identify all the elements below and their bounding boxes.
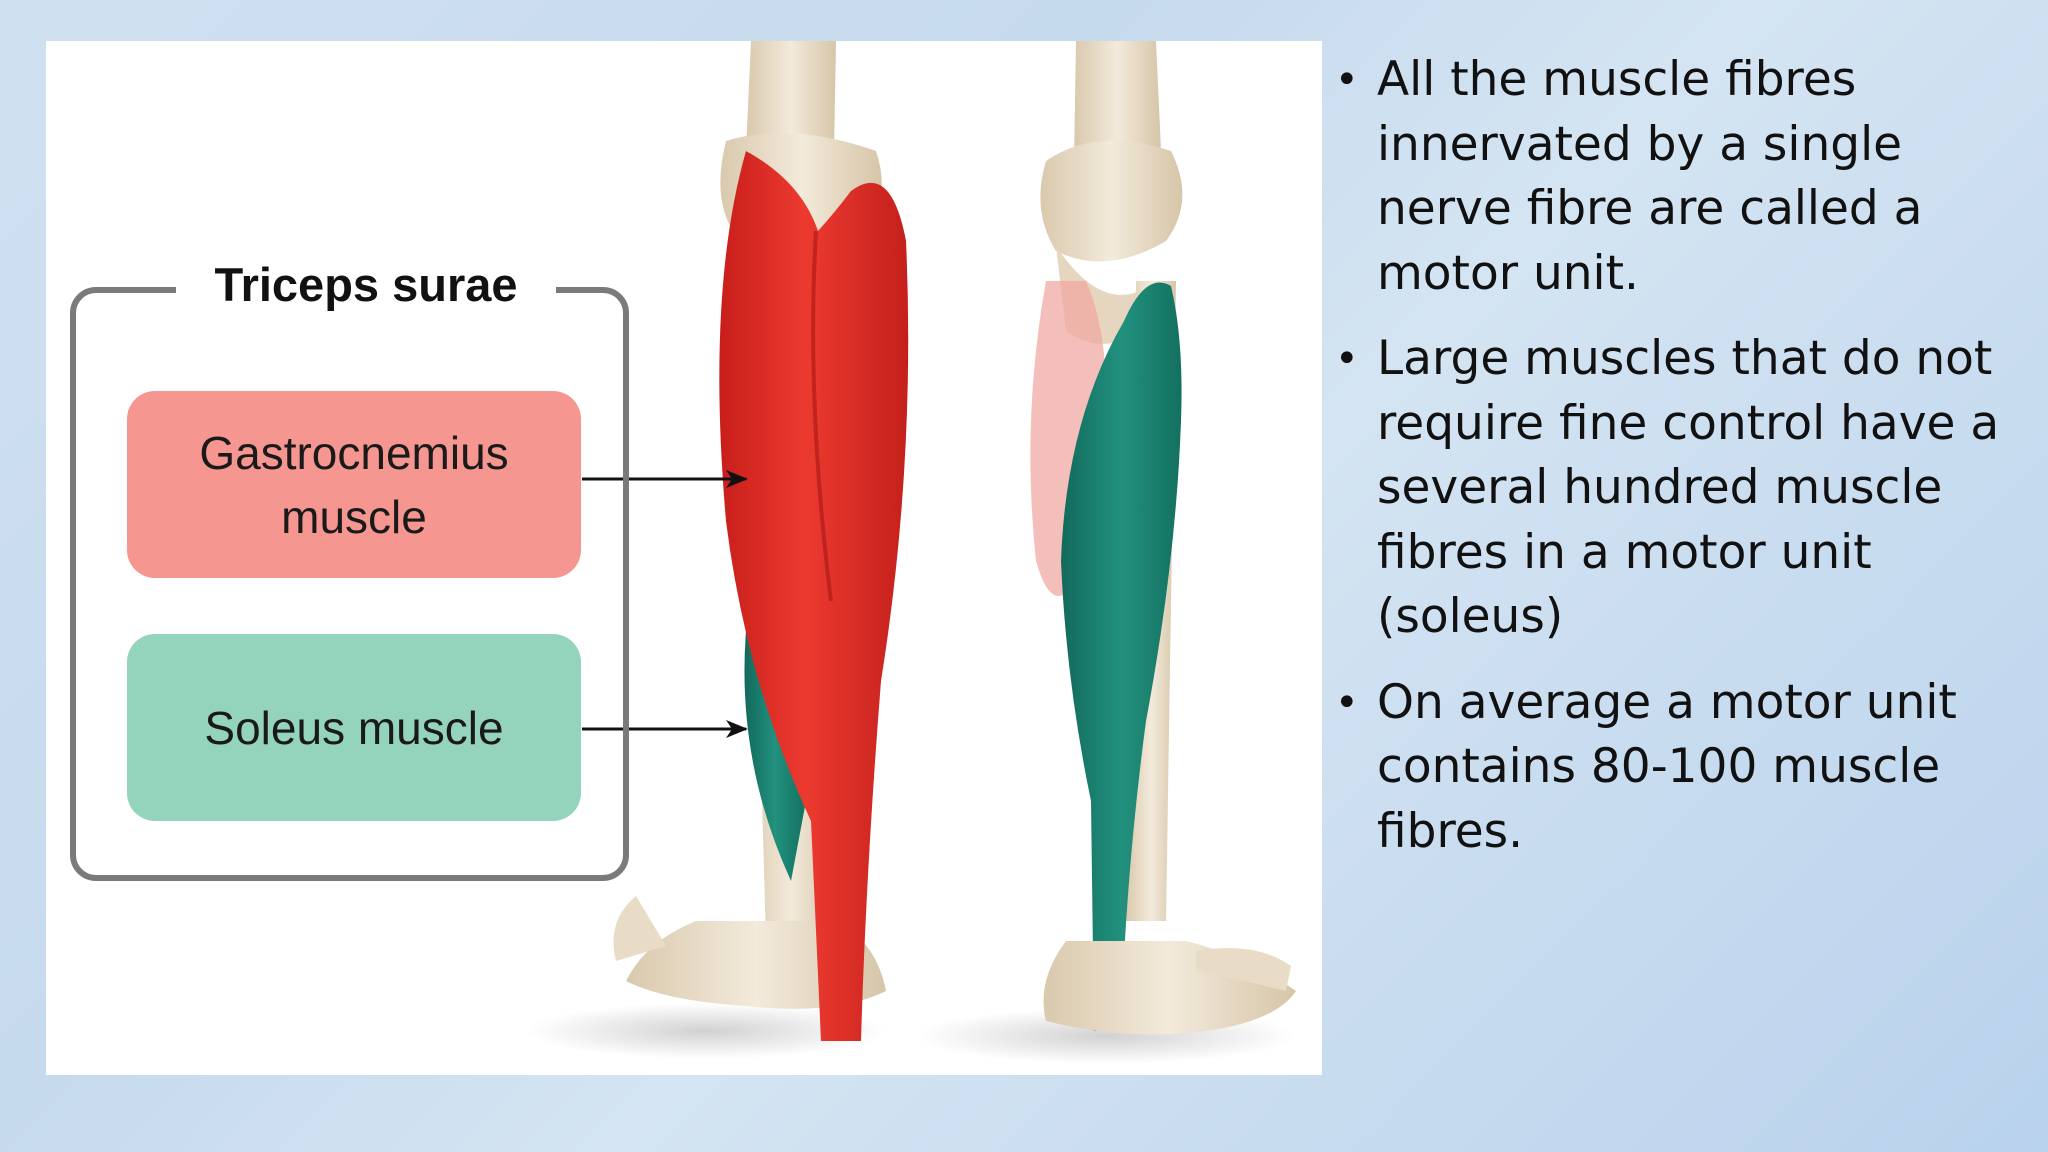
bullet-marker: • xyxy=(1335,57,1359,103)
left-leg xyxy=(526,41,909,1059)
gastrocnemius-label-line1: Gastrocnemius xyxy=(199,426,509,479)
gastrocnemius-left xyxy=(719,151,909,1041)
bullet-text: Large muscles that do not require fine c… xyxy=(1377,331,2000,644)
right-leg xyxy=(916,41,1296,1064)
arrow-gastrocnemius xyxy=(582,470,748,488)
bullet-marker: • xyxy=(1335,336,1359,382)
soleus-left xyxy=(744,631,806,881)
arrow-soleus xyxy=(582,720,748,738)
bullet-text: On average a motor unit contains 80-100 … xyxy=(1377,674,1957,859)
bullet-item: • All the muscle fibres innervated by a … xyxy=(1335,48,2025,306)
bullet-item: • On average a motor unit contains 80-10… xyxy=(1335,671,2025,865)
bullet-item: • Large muscles that do not require fine… xyxy=(1335,327,2025,650)
anatomy-figure: Triceps surae Gastrocnemius muscle Soleu… xyxy=(46,41,1322,1075)
bullet-marker: • xyxy=(1335,679,1359,726)
gastrocnemius-label-line2: muscle xyxy=(281,490,427,543)
soleus-right xyxy=(1061,282,1182,1031)
bullet-text: All the muscle fibres innervated by a si… xyxy=(1377,52,1923,301)
soleus-label-text: Soleus muscle xyxy=(204,701,504,754)
leg-illustration xyxy=(526,41,1296,1064)
bullet-list: • All the muscle fibres innervated by a … xyxy=(1335,48,2025,885)
gastrocnemius-label: Gastrocnemius muscle xyxy=(127,391,581,578)
group-title: Triceps surae xyxy=(176,253,556,317)
soleus-label: Soleus muscle xyxy=(127,634,581,821)
